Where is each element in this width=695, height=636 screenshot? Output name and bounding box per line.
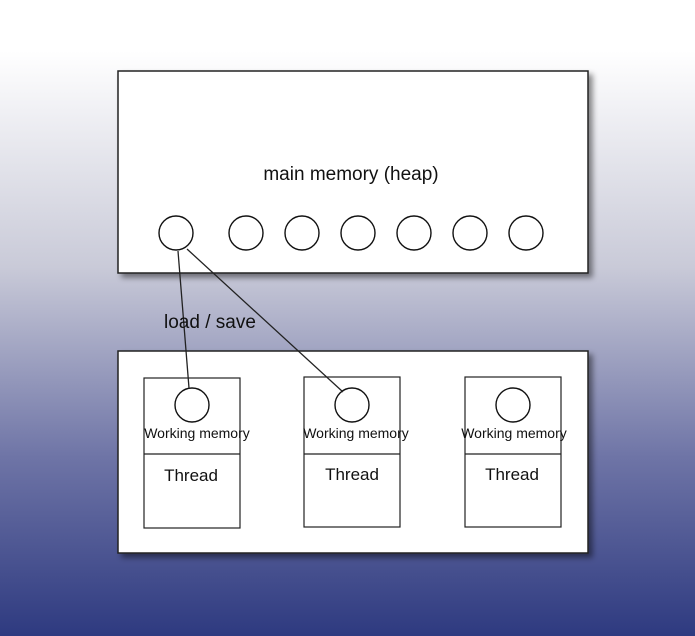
heap-object-3: [284, 215, 320, 251]
thread-label: Thread: [164, 466, 218, 485]
thread-2: Working memory Thread: [303, 376, 409, 528]
heap-object-4: [340, 215, 376, 251]
working-memory-copy: [174, 387, 210, 423]
working-memory-label: Working memory: [303, 425, 409, 441]
load-save-line-thread-1: [177, 250, 190, 389]
main-memory-label: main memory (heap): [263, 164, 438, 185]
heap-object-5: [396, 215, 432, 251]
thread-label: Thread: [325, 465, 379, 484]
heap-object-7: [508, 215, 544, 251]
working-memory-copy: [495, 387, 531, 423]
working-memory-copy: [334, 387, 370, 423]
heap-objects: [158, 215, 544, 251]
heap-object-6: [452, 215, 488, 251]
working-memory-label: Working memory: [144, 425, 250, 441]
heap-object-2: [228, 215, 264, 251]
thread-label: Thread: [485, 465, 539, 484]
load-save-line-thread-2: [186, 248, 344, 393]
thread-1: Working memory Thread: [143, 377, 250, 529]
thread-3: Working memory Thread: [461, 376, 567, 528]
load-save-label: load / save: [164, 312, 256, 333]
working-memory-label: Working memory: [461, 425, 567, 441]
heap-object-1: [158, 215, 194, 251]
